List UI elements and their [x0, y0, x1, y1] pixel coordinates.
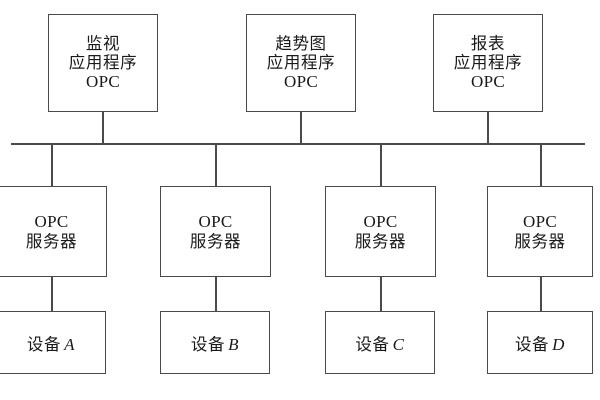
application-box-monitor-line2: 应用程序	[68, 52, 138, 72]
application-box-report: 报表 应用程序 OPC	[433, 14, 543, 112]
connector-bus-to-server-4	[540, 143, 542, 187]
opc-server-box-3: OPC 服务器	[325, 186, 436, 277]
application-box-monitor-line1: 监视	[85, 33, 121, 53]
application-box-trend-line2: 应用程序	[266, 52, 336, 72]
connector-bus-to-server-3	[380, 143, 382, 187]
opc-server-box-4-line1: OPC	[523, 211, 557, 231]
application-box-monitor: 监视 应用程序 OPC	[48, 14, 158, 112]
connector-server-3-to-device-c	[380, 277, 382, 312]
opc-server-box-4: OPC 服务器	[487, 186, 593, 277]
connector-server-1-to-device-a	[51, 277, 53, 312]
opc-server-box-2-line2: 服务器	[189, 231, 242, 251]
application-box-trend-line3: OPC	[284, 72, 318, 92]
connector-app-monitor-to-bus	[102, 112, 104, 144]
opc-server-box-4-line2: 服务器	[514, 231, 566, 251]
connector-bus-to-server-1	[51, 143, 53, 187]
opc-server-box-2: OPC 服务器	[160, 186, 271, 277]
opc-server-box-3-line1: OPC	[363, 211, 398, 231]
connector-server-2-to-device-b	[215, 277, 217, 312]
application-box-trend: 趋势图 应用程序 OPC	[246, 14, 356, 112]
connector-app-report-to-bus	[487, 112, 489, 144]
network-bus-line	[11, 143, 585, 145]
application-box-report-line1: 报表	[470, 33, 506, 53]
application-box-trend-line1: 趋势图	[275, 33, 327, 53]
connector-app-trend-to-bus	[300, 112, 302, 144]
opc-server-box-2-line1: OPC	[198, 211, 233, 231]
application-box-monitor-line3: OPC	[86, 72, 120, 92]
application-box-report-line3: OPC	[471, 72, 505, 92]
opc-server-box-1-line2: 服务器	[25, 231, 78, 251]
opc-server-box-1: OPC 服务器	[0, 186, 107, 277]
connector-server-4-to-device-d	[540, 277, 542, 312]
application-box-report-line2: 应用程序	[453, 52, 523, 72]
connector-bus-to-server-2	[215, 143, 217, 187]
opc-server-box-3-line2: 服务器	[354, 231, 407, 251]
opc-server-box-1-line1: OPC	[34, 211, 69, 231]
